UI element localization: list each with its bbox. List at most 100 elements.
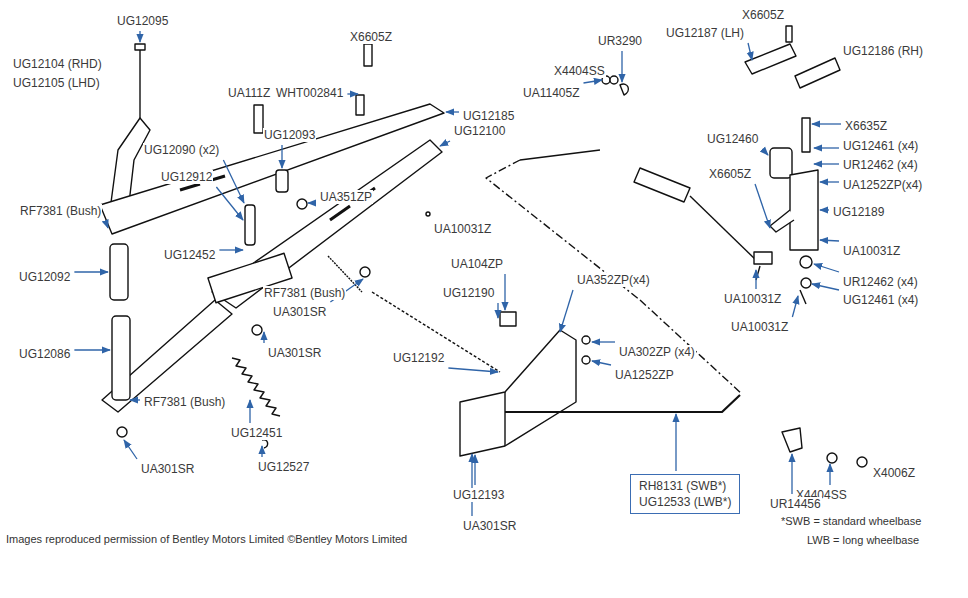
leader-arrow	[440, 141, 450, 146]
part-number: UA10031Z	[433, 222, 492, 236]
leader-arrow	[560, 290, 573, 332]
leader-arrow	[261, 446, 262, 457]
leader-arrow	[223, 160, 244, 203]
part-number: UG12461 (x4)	[842, 139, 919, 153]
leader-arrow	[621, 51, 622, 82]
nut	[582, 336, 590, 344]
leader-arrow	[446, 111, 459, 112]
leader-arrow	[755, 184, 770, 228]
clip-UR14456	[782, 428, 802, 452]
leader-arrow	[755, 270, 756, 289]
part-number: X6605Z	[349, 30, 393, 44]
leader-arrow	[814, 163, 839, 164]
leader-arrow	[281, 145, 282, 168]
leader-arrow	[583, 80, 602, 83]
cable	[372, 292, 500, 372]
leader-arrow	[814, 147, 839, 148]
leader-arrow	[812, 123, 841, 124]
part-number: UG12193	[452, 488, 505, 502]
part-number: UG12090 (x2)	[143, 143, 220, 157]
part-number: UA104ZP	[450, 257, 504, 271]
part-number: RH8131 (SWB*)	[639, 478, 731, 494]
part-number: UA1252ZP(x4)	[842, 178, 923, 192]
leader-arrow	[105, 221, 108, 228]
part-number: UG12186 (RH)	[842, 44, 924, 58]
part-number: UR12462 (x4)	[842, 158, 919, 172]
nut	[117, 427, 127, 437]
bolt	[356, 95, 364, 115]
part-number: UR3290	[597, 34, 643, 48]
part-number: UA111Z	[227, 86, 271, 100]
part-number: UG12527	[257, 460, 310, 474]
bolt-shank	[139, 46, 140, 118]
part-number: UA11405Z	[522, 86, 580, 100]
lower-lever	[102, 300, 232, 412]
part-number: UG12086	[18, 347, 71, 361]
leader-arrow	[820, 181, 839, 182]
part-number: UA301SR	[462, 519, 517, 533]
variant-box: RH8131 (SWB*)UG12533 (LWB*)	[630, 474, 740, 514]
part-number: UG12461 (x4)	[842, 293, 919, 307]
part-number: UG12190	[442, 286, 495, 300]
pin	[276, 170, 288, 192]
leader-arrow	[139, 31, 140, 42]
split-pin	[426, 212, 430, 216]
part-number: RF7381 (Bush)	[143, 395, 226, 409]
cross-rod	[505, 395, 740, 412]
leader-arrow	[308, 202, 316, 203]
washer	[582, 356, 590, 364]
leader-arrow	[675, 414, 676, 471]
part-number: UG12460	[706, 132, 759, 146]
lever-RH	[795, 58, 840, 88]
part-number: UG12533 (LWB*)	[639, 494, 731, 510]
leader-arrow	[249, 400, 250, 423]
washer	[610, 76, 618, 84]
part-number: UA301SR	[140, 462, 195, 476]
part-number: UA301SR	[272, 305, 327, 319]
leader-arrow	[347, 93, 358, 94]
bracket-fold	[504, 392, 505, 446]
part-number: X4006Z	[872, 466, 916, 480]
clip	[262, 440, 268, 448]
leader-arrow	[263, 332, 264, 343]
washer	[827, 453, 837, 463]
leader-arrow	[792, 296, 798, 317]
tube-UG12086	[112, 316, 130, 400]
part-number: UG12100	[453, 124, 506, 138]
leader-arrow	[791, 454, 792, 494]
leader-arrow	[471, 454, 472, 516]
part-number: UA10031Z	[723, 292, 782, 306]
leader-arrow	[812, 284, 839, 290]
nut	[252, 325, 262, 335]
leader-arrow	[219, 249, 243, 250]
leader-arrow	[474, 455, 475, 485]
bolt	[786, 26, 792, 42]
nut	[857, 457, 867, 467]
clamp	[500, 312, 516, 326]
boot	[634, 168, 690, 202]
leader-arrow	[130, 399, 140, 400]
lever-LH	[745, 44, 796, 74]
leader-arrow	[124, 440, 137, 459]
note-text: Images reproduced permission of Bentley …	[5, 532, 408, 546]
leader-arrow	[74, 271, 108, 272]
part-number: UA1252ZP	[614, 368, 675, 382]
part-number: X6605Z	[708, 167, 752, 181]
washer	[297, 199, 307, 209]
cable	[690, 196, 758, 262]
bush	[770, 148, 792, 178]
leader-arrow	[504, 274, 505, 310]
part-number: WHT002841	[275, 86, 344, 100]
washer	[801, 278, 811, 288]
part-number: UG12095	[116, 14, 169, 28]
split-pin	[800, 290, 806, 304]
part-number: X6605Z	[741, 8, 785, 22]
part-number: UA351ZP	[319, 190, 373, 204]
part-number: UG12105 (LHD)	[12, 76, 101, 90]
part-number: UG12189	[832, 205, 885, 219]
bracket	[460, 330, 576, 456]
leader-arrow	[820, 240, 839, 241]
part-number: RF7381 (Bush)	[19, 204, 102, 218]
leader-arrow	[762, 149, 768, 155]
